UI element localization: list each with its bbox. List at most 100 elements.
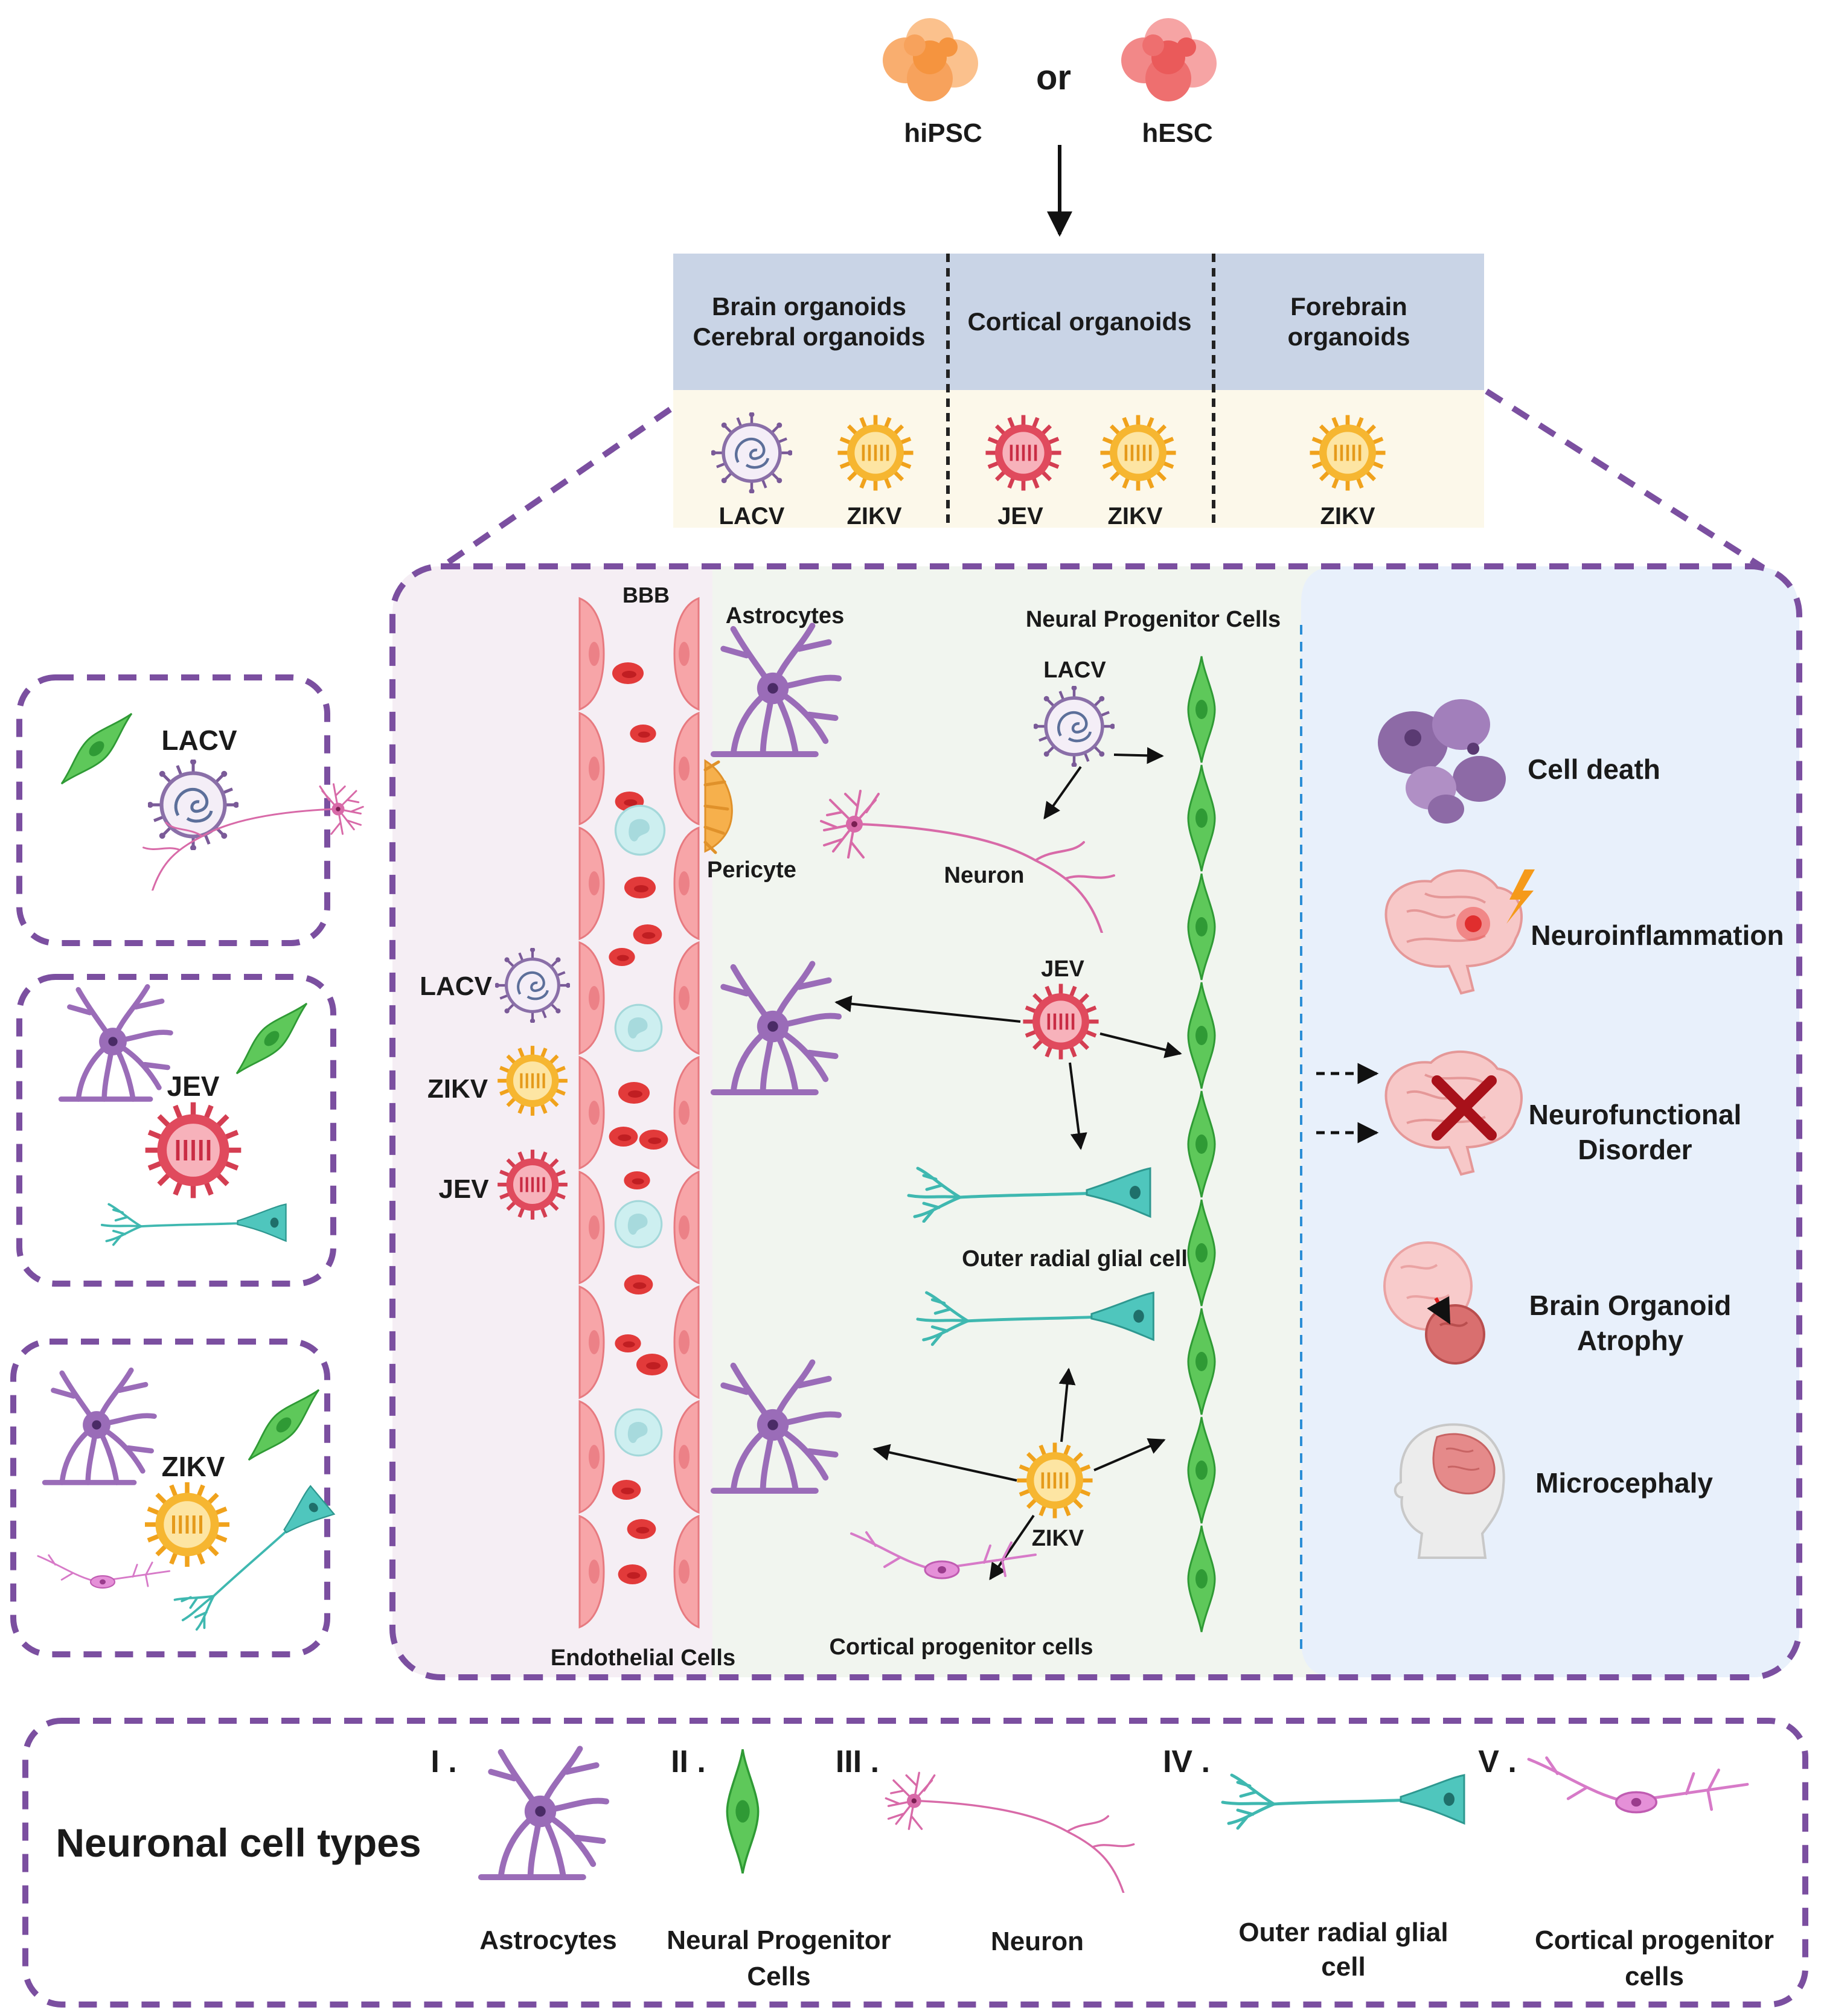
cerebral-organoids-label: Cerebral organoids (693, 322, 925, 351)
neurofunctional-brain-icon (1384, 1050, 1523, 1176)
legend-cpc-line1: Cortical progenitor (1535, 1925, 1774, 1955)
red-blood-cell (618, 1082, 650, 1104)
zikv-virus-icon (837, 415, 913, 490)
cell-death-label: Cell death (1528, 754, 1660, 785)
red-blood-cell (612, 662, 644, 684)
side-zikv-label: ZIKV (162, 1451, 225, 1482)
npc-icon (238, 1380, 329, 1470)
lacv-virus-icon (147, 759, 240, 851)
red-blood-cell (624, 877, 656, 898)
legend-title: Neuronal cell types (56, 1820, 421, 1865)
brain-organoid-label: Brain Organoid (1529, 1290, 1732, 1321)
side-jev-label: JEV (167, 1070, 220, 1102)
side-panel-lacv: LACV (16, 674, 364, 946)
cell-type-legend: Neuronal cell types I . Astrocytes II . … (22, 1718, 1808, 2008)
zikv-to-cpc-arrow (989, 1514, 1035, 1581)
organoid-table: Brain organoids Cerebral organoids Corti… (673, 254, 1484, 530)
table-zikv-label: ZIKV (846, 503, 901, 530)
astrocytes-label: Astrocytes (726, 603, 844, 629)
lacv-virus-icon (1033, 685, 1115, 767)
red-blood-cell (624, 1171, 650, 1189)
npc-icon (226, 993, 317, 1084)
red-blood-cell (609, 948, 635, 966)
npc-icon (726, 1748, 760, 1875)
legend-num-2: II . (671, 1744, 706, 1779)
npc-chain (1187, 655, 1216, 1633)
main-panel: BBB Endothelial Cells LACV ZIKV JEV Astr… (389, 563, 1802, 1680)
forebrain-label: Forebrain (1290, 292, 1407, 321)
side-panel-jev: JEV (16, 974, 336, 1287)
organoid-atrophy-icon (1383, 1241, 1485, 1365)
legend-npc-line1: Neural Progenitor (667, 1925, 891, 1955)
bbb-jev-label: JEV (438, 1174, 489, 1204)
hesc-cluster-icon (1121, 18, 1217, 101)
neurofunctional-label: Neurofunctional (1529, 1099, 1742, 1130)
legend-num-4: IV . (1163, 1744, 1210, 1779)
legend-orgc-line2: cell (1321, 1952, 1365, 1982)
zikv-virus-icon (498, 1046, 568, 1116)
bbb-zikv-label: ZIKV (427, 1074, 488, 1104)
white-blood-cell (614, 1408, 663, 1457)
microcephaly-label: Microcephaly (1535, 1467, 1713, 1499)
outer-radial-glial-icon (1223, 1775, 1464, 1828)
side-panel-zikv: ZIKV (10, 1339, 338, 1657)
disorder-label: Disorder (1578, 1134, 1692, 1165)
zikv-to-orgc-arrow (1058, 1368, 1076, 1442)
red-blood-cell (624, 1275, 653, 1294)
cns-region (712, 566, 1304, 1677)
zoom-line-left (439, 406, 672, 571)
neuroinflammation-label: Neuroinflammation (1531, 920, 1784, 951)
legend-neuron: Neuron (991, 1927, 1084, 1956)
lacv-virus-icon (711, 412, 793, 494)
jev-virus-icon (985, 415, 1061, 490)
zoom-line-right (1485, 388, 1765, 571)
legend-num-5: V . (1478, 1744, 1517, 1779)
table-header-row (673, 254, 1484, 390)
cortical-progenitor-icon (37, 1554, 171, 1589)
hipsc-cluster-icon (883, 18, 978, 101)
cortical-organoids-label: Cortical organoids (967, 307, 1191, 336)
red-blood-cell (615, 1334, 641, 1352)
jev-virus-icon (1023, 984, 1098, 1059)
endothelial-cells-label: Endothelial Cells (551, 1645, 735, 1671)
jev-to-orgc-arrow (1069, 1062, 1087, 1150)
red-blood-cell (627, 1519, 656, 1539)
cell-death-icon (1378, 699, 1506, 824)
legend-astrocytes: Astrocytes (479, 1925, 616, 1955)
table-zikv-label-2: ZIKV (1107, 503, 1162, 530)
white-blood-cell (614, 804, 666, 856)
side-lacv-label: LACV (161, 725, 237, 756)
astrocyte-icon (45, 1370, 154, 1482)
bbb-region (392, 566, 712, 1677)
red-blood-cell (618, 1564, 647, 1584)
cns-lacv-label: LACV (1043, 658, 1106, 683)
hipsc-label: hiPSC (904, 118, 982, 148)
zikv-virus-icon (1100, 415, 1176, 490)
npc-label: Neural Progenitor Cells (1026, 607, 1281, 632)
legend-npc-line2: Cells (747, 1962, 810, 1991)
red-blood-cell (633, 924, 662, 944)
bbb-label: BBB (622, 583, 670, 607)
atrophy-label: Atrophy (1577, 1325, 1684, 1356)
legend-num-1: I . (430, 1744, 456, 1779)
lacv-to-neuron-arrow (1043, 766, 1082, 820)
legend-orgc-line1: Outer radial glial (1238, 1918, 1448, 1947)
white-blood-cell (614, 1003, 663, 1052)
zikv-virus-icon (145, 1482, 229, 1567)
jev-to-npc-arrow (1099, 1032, 1182, 1058)
cpc-label: Cortical progenitor cells (829, 1634, 1093, 1660)
red-blood-cell (636, 1354, 668, 1375)
zikv-to-npc-arrow (1093, 1438, 1166, 1471)
neuron-label: Neuron (944, 863, 1025, 888)
pericyte-label: Pericyte (707, 857, 796, 883)
table-lacv-label: LACV (719, 503, 785, 530)
jev-virus-icon (498, 1150, 568, 1220)
cns-zikv-label: ZIKV (1032, 1526, 1084, 1551)
microcephaly-infant-icon (1394, 1423, 1505, 1559)
stem-cell-sources: hiPSC or hESC (883, 18, 1217, 237)
main-panel-frame (389, 563, 1802, 1680)
neuron-icon (885, 1771, 1135, 1893)
red-blood-cell (612, 1480, 641, 1500)
